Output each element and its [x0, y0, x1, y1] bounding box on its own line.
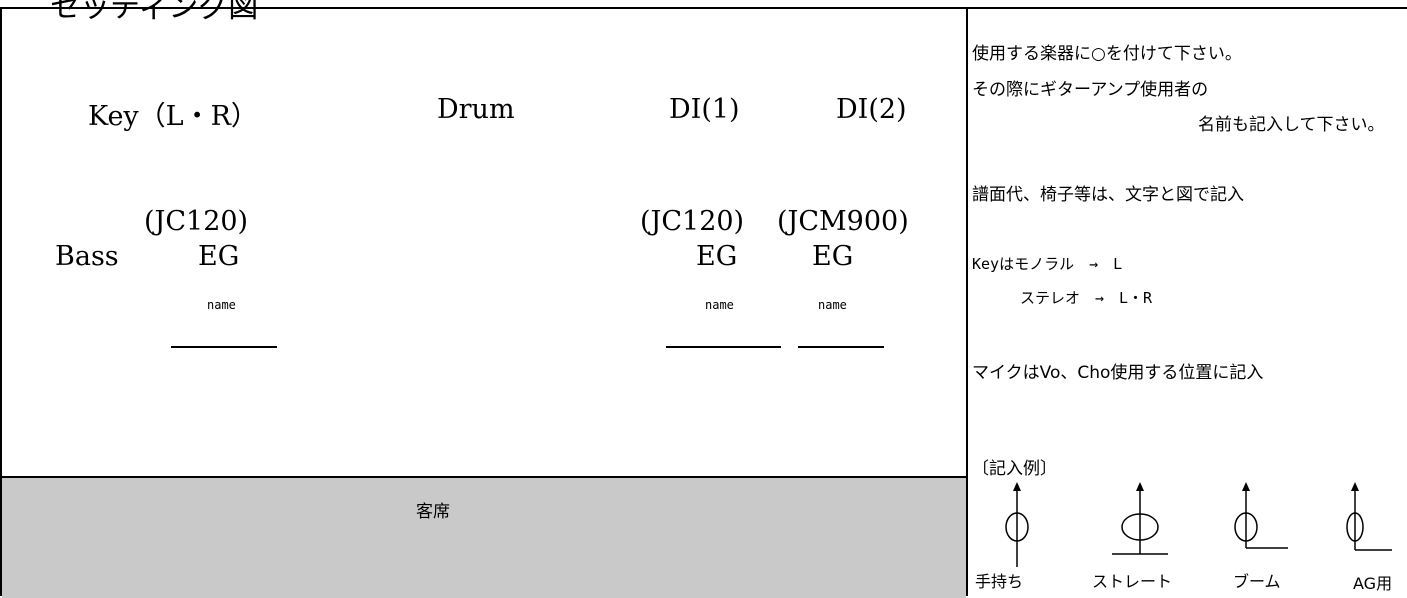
amp-left-name-label: name: [207, 298, 236, 312]
note-line-3: 名前も記入して下さい。: [1198, 115, 1385, 135]
example-heading: 〔記入例〕: [972, 459, 1057, 479]
mic-example-label-boom: ブーム: [1233, 572, 1281, 591]
amp-mid-model: (JC120): [640, 206, 745, 237]
note-line-5: Keyはモノラル → L: [972, 255, 1123, 273]
di2-position-label: DI(2): [836, 94, 907, 125]
audience-label: 客席: [416, 502, 450, 522]
mic-example-label-ag: AG用: [1353, 574, 1393, 593]
amp-right-name-line[interactable]: [798, 346, 884, 348]
note-line-7: マイクはVo、Cho使用する位置に記入: [972, 363, 1264, 383]
amp-right-model: (JCM900): [777, 206, 909, 237]
audience-area: [2, 476, 966, 598]
note-line-4: 譜面代、椅子等は、文字と図で記入: [972, 185, 1244, 205]
amp-mid-type: EG: [696, 241, 738, 272]
amp-left-type: EG: [198, 241, 240, 272]
amp-left-name-line[interactable]: [171, 346, 277, 348]
key-position-label: Key（L・R）: [88, 101, 258, 132]
amp-right-name-label: name: [818, 298, 847, 312]
bass-position-label: Bass: [55, 241, 119, 272]
note-line-2: その際にギターアンプ使用者の: [972, 80, 1209, 100]
straight-stand-mic-icon: [1110, 482, 1170, 576]
di1-position-label: DI(1): [669, 94, 740, 125]
amp-left-model: (JC120): [144, 206, 249, 237]
mic-example-label-handheld: 手持ち: [975, 572, 1024, 591]
amp-mid-name-line[interactable]: [666, 346, 781, 348]
amp-mid-name-label: name: [705, 298, 734, 312]
panel-divider: [966, 7, 968, 596]
boom-stand-mic-icon: [1232, 482, 1292, 576]
page-title: セッティング図: [50, 0, 259, 25]
drum-position-label: Drum: [437, 94, 515, 125]
ag-mic-icon: [1344, 482, 1394, 576]
note-line-6: ステレオ → L・R: [1020, 289, 1153, 307]
handheld-mic-icon: [1002, 482, 1032, 576]
frame-left-border: [0, 7, 2, 596]
note-line-1: 使用する楽器に○を付けて下さい。: [972, 44, 1242, 64]
mic-example-label-straight: ストレート: [1092, 572, 1173, 591]
frame-top-border: [0, 7, 1407, 9]
amp-right-type: EG: [812, 241, 854, 272]
